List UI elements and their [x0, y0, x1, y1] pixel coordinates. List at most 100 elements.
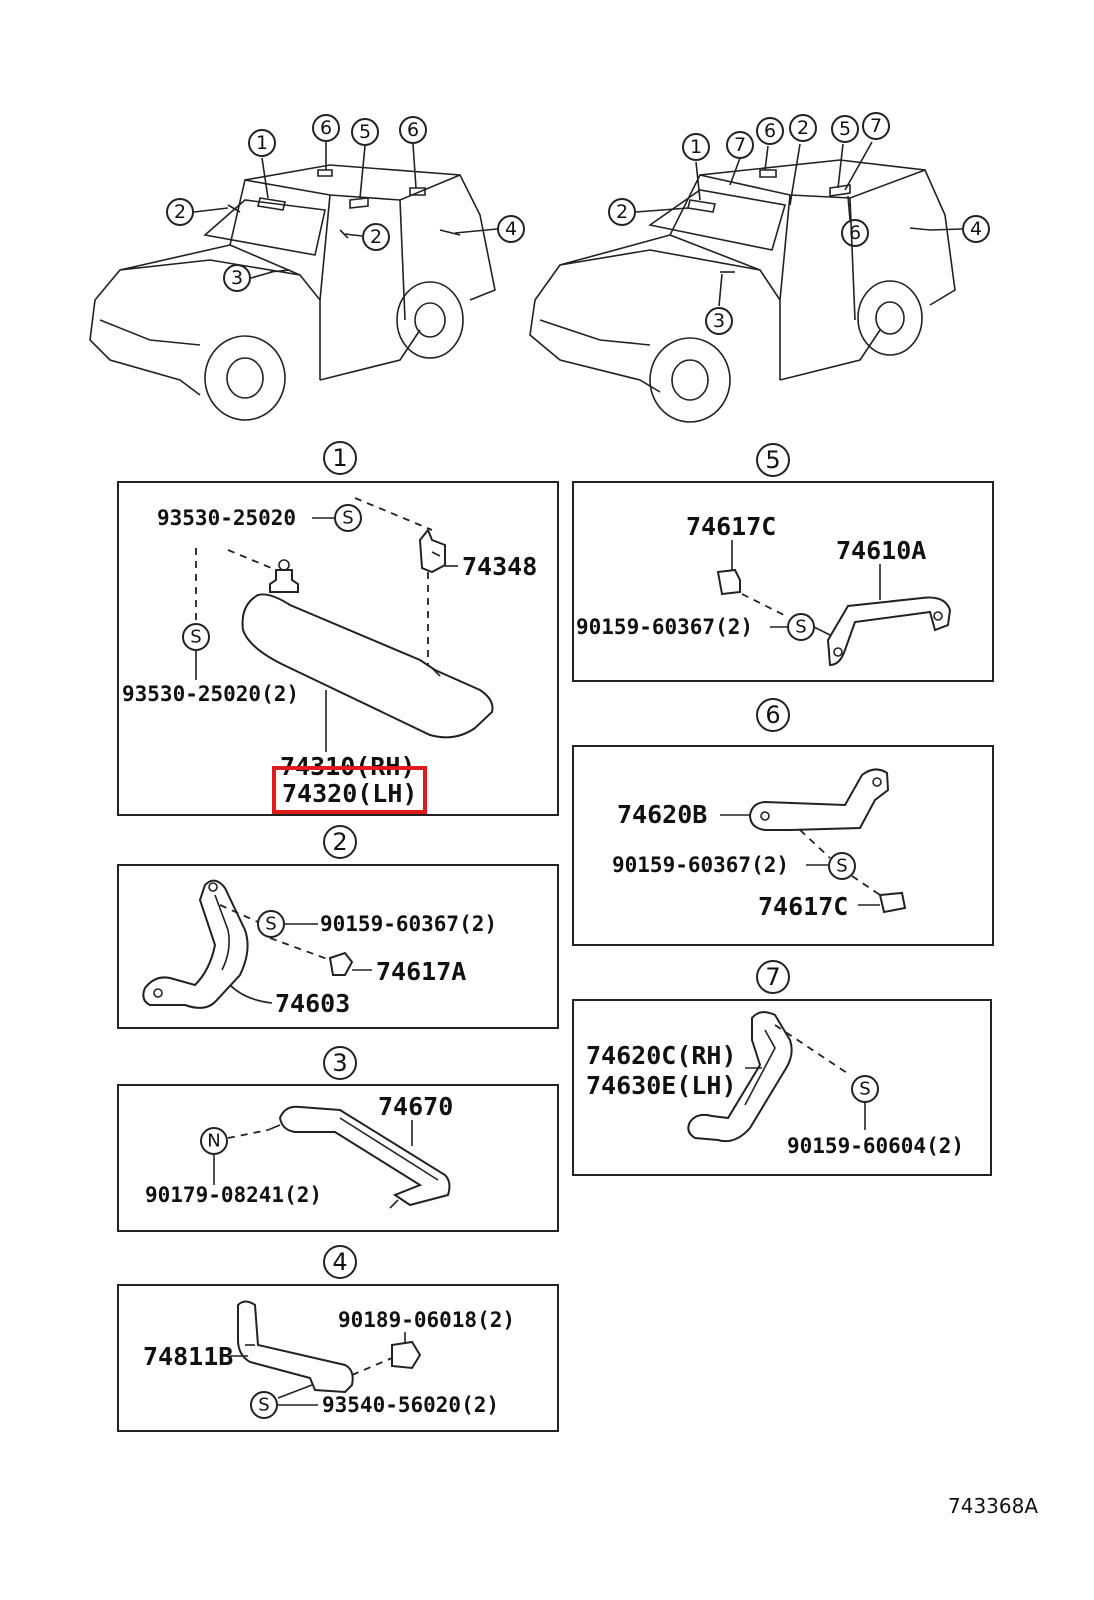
callout-circle: 6: [312, 114, 340, 142]
label-grip: 74610A: [836, 536, 926, 565]
callout-circle: 2: [789, 114, 817, 142]
top-callouts: 1 6 5 6 2 2 3 4 1 7 6 2 5 7 2 6 4 3: [166, 112, 990, 335]
callout-text: 7: [734, 134, 746, 156]
label-screw: 90159-60367(2): [612, 853, 789, 877]
section-frame: [117, 1084, 559, 1232]
figure-reference: 743368A: [948, 1494, 1038, 1518]
callout-circle: 4: [962, 215, 990, 243]
right-vehicle-illustration: [529, 141, 963, 423]
screw-symbol-text: S: [342, 508, 353, 529]
highlight-box: [272, 766, 427, 814]
section-number: 1: [332, 444, 347, 472]
callout-circle: 2: [362, 223, 390, 251]
label-nut: 90179-08241(2): [145, 1183, 322, 1207]
label-bracket: 74348: [462, 552, 537, 581]
screw-symbol-text: S: [795, 617, 806, 638]
section-frame: [572, 745, 994, 946]
screw-symbol: S: [828, 852, 856, 880]
label-grip-rh: 74620C(RH): [586, 1041, 737, 1070]
callout-text: 2: [370, 226, 382, 248]
callout-text: 3: [713, 310, 725, 332]
visor-bracket: [418, 528, 446, 574]
label-screw: 90159-60604(2): [787, 1134, 964, 1158]
screw-symbol-text: S: [836, 856, 847, 877]
section-4: 4 S 90189-06018(2) 74811B 93540-56020(2): [117, 1245, 559, 1432]
callout-text: 2: [616, 201, 628, 223]
callout-circle: 6: [841, 219, 869, 247]
callout-circle: 7: [862, 112, 890, 140]
assist-grip-74610a: [826, 596, 952, 667]
clip-74617c: [716, 568, 741, 596]
callout-text: 6: [407, 119, 419, 141]
callout-text: 7: [870, 115, 882, 137]
section-frame: [572, 999, 992, 1176]
callout-circle: 2: [608, 198, 636, 226]
callout-text: 6: [764, 120, 776, 142]
section-3: 3 N 74670 90179-08241(2): [117, 1046, 559, 1232]
assist-grip-74811b: [237, 1300, 354, 1394]
label-screw-left: 93530-25020(2): [122, 682, 299, 706]
label-bolt: 90189-06018(2): [338, 1308, 515, 1332]
assist-grip-74620c: [687, 1011, 793, 1143]
callout-text: 6: [320, 117, 332, 139]
section-number: 6: [765, 701, 780, 729]
assist-grip-74670: [278, 1105, 451, 1207]
callout-text: 6: [849, 222, 861, 244]
label-grip: 74603: [275, 989, 350, 1018]
label-clip: 74617C: [758, 892, 848, 921]
section-6: 6 S 74620B 90159-60367(2) 74617C: [572, 698, 994, 946]
label-grip: 74811B: [143, 1342, 233, 1371]
label-grip: 74670: [378, 1092, 453, 1121]
callout-circle: 3: [223, 264, 251, 292]
screw-symbol: S: [250, 1391, 278, 1419]
section-frame: [117, 1284, 559, 1432]
clip-74617c: [878, 891, 907, 914]
callout-text: 2: [797, 117, 809, 139]
label-clip: 74617A: [376, 957, 466, 986]
nut-symbol-text: N: [207, 1131, 220, 1152]
callout-circle: 4: [497, 215, 525, 243]
left-vehicle-illustration: [89, 142, 498, 421]
section-frame: [572, 481, 994, 682]
section-7: 7 S 74620C(RH) 74630E(LH) 90159-60604(2): [572, 960, 992, 1176]
section-number: 7: [765, 963, 780, 991]
section-2: 2 S 90159-60367(2) 74617A 74603: [117, 825, 559, 1029]
bolt-90189: [391, 1340, 422, 1370]
screw-symbol: S: [334, 504, 362, 532]
section-frame: [117, 864, 559, 1029]
label-screw: 93540-56020(2): [322, 1393, 499, 1417]
label-clip: 74617C: [686, 512, 776, 541]
screw-symbol: S: [257, 910, 285, 938]
screw-symbol-text: S: [859, 1079, 870, 1100]
label-grip-lh: 74630E(LH): [586, 1071, 737, 1100]
callout-text: 5: [839, 118, 851, 140]
section-number: 2: [332, 828, 347, 856]
clip-74617a: [328, 951, 354, 976]
section-number: 5: [765, 446, 780, 474]
label-visor-lh: 74320(LH): [282, 779, 417, 808]
callout-text: 3: [231, 267, 243, 289]
screw-symbol: S: [851, 1075, 879, 1103]
sun-visor: [241, 593, 494, 739]
callout-text: 5: [359, 121, 371, 143]
section-number: 4: [332, 1248, 347, 1276]
screw-symbol-text: S: [265, 914, 276, 935]
nut-symbol: N: [200, 1127, 228, 1155]
callout-circle: 5: [831, 115, 859, 143]
callout-text: 1: [256, 132, 268, 154]
callout-circle: 5: [351, 118, 379, 146]
section-number: 3: [332, 1049, 347, 1077]
label-screw-top: 93530-25020: [157, 506, 296, 530]
screw-symbol-text: S: [190, 627, 201, 648]
callout-circle: 2: [166, 198, 194, 226]
callout-circle: 6: [756, 117, 784, 145]
callout-text: 4: [505, 218, 517, 240]
label-grip: 74620B: [617, 800, 707, 829]
screw-symbol-text: S: [258, 1395, 269, 1416]
visor-holder: [269, 569, 299, 593]
screw-symbol: S: [787, 613, 815, 641]
callout-circle: 7: [726, 131, 754, 159]
assist-grip-74620b: [748, 768, 890, 831]
callout-text: 2: [174, 201, 186, 223]
